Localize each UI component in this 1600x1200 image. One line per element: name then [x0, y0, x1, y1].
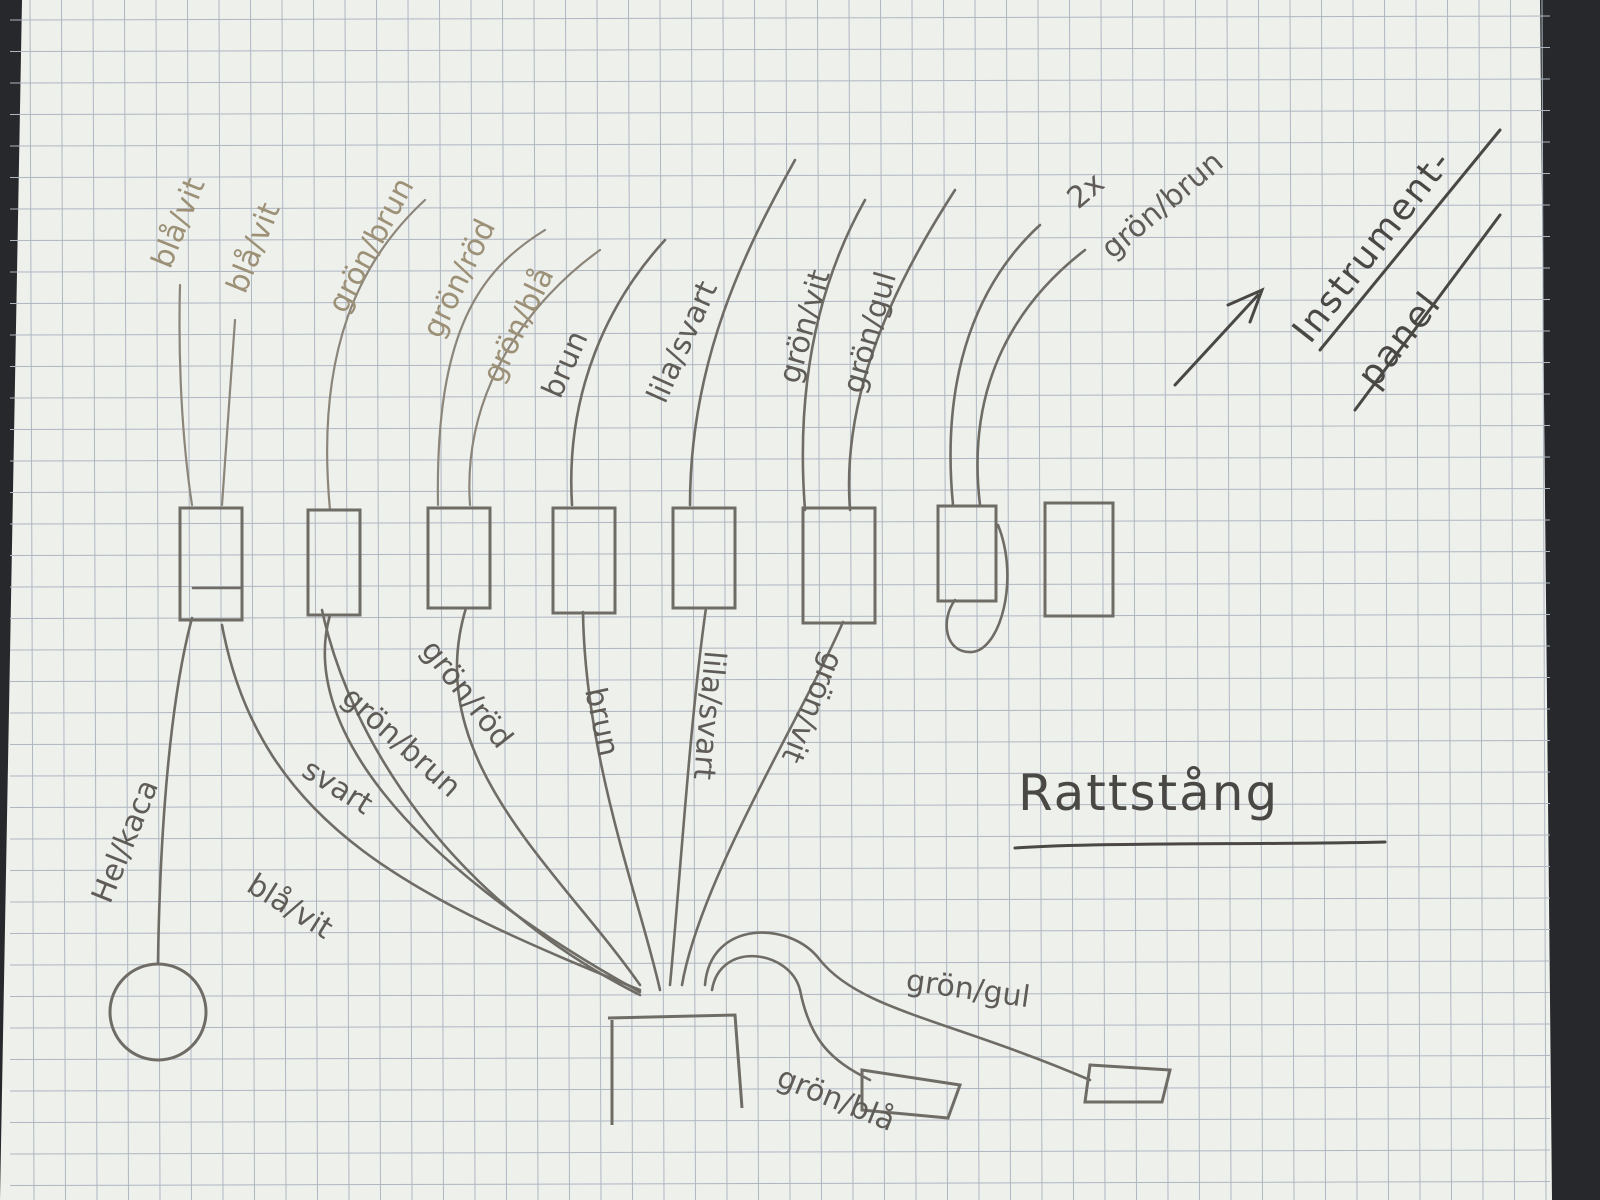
wire-bla-vit-1 — [178, 283, 194, 507]
grid-lines — [9, 0, 1551, 1200]
wire-brun — [570, 238, 667, 507]
wire-gron-brun — [326, 198, 427, 512]
wire-lower-gron-rod — [455, 606, 642, 987]
wire-branch-gron-bla — [710, 954, 872, 1082]
wire-2x-gron-brun-a — [949, 223, 1042, 507]
wire-lower-gron-vit — [680, 620, 845, 987]
connector-8 — [1043, 501, 1115, 618]
wire-lower-brun — [581, 610, 662, 992]
connector-2 — [306, 508, 362, 617]
wire-2x-gron-brun-b — [976, 248, 1087, 507]
title-underline — [1013, 840, 1387, 850]
connector-gron-bla-end — [860, 1068, 963, 1120]
connector-7 — [936, 504, 998, 603]
connector-1 — [178, 506, 244, 622]
wire-branch-gron-gul — [703, 931, 1092, 1082]
arrow-head-icon — [1226, 287, 1265, 324]
wire-lila-svart — [688, 158, 797, 507]
ground-circle — [108, 962, 208, 1062]
wire-bundle — [607, 1013, 744, 1125]
lower-wires — [156, 606, 1092, 1082]
wire-lower-lila-svart — [668, 606, 708, 987]
wire-gron-vit — [801, 198, 867, 512]
loop-wire — [945, 523, 1009, 654]
instrument-underline — [1318, 128, 1502, 352]
notebook-paper — [0, 0, 1552, 1200]
wire-gron-rod — [436, 228, 547, 507]
panel-underline — [1353, 213, 1502, 412]
connector-5 — [671, 506, 737, 610]
connector-3 — [426, 506, 492, 610]
connectors — [178, 501, 1115, 654]
wire-gron-gul — [847, 188, 957, 512]
upper-wires — [178, 158, 1087, 512]
wire-bla-vit-2 — [220, 318, 237, 507]
connector-6 — [801, 506, 877, 625]
page-title: Rattstång — [1018, 764, 1279, 822]
wire-gron-bla — [468, 248, 602, 507]
arrow-shaft — [1173, 293, 1260, 387]
wire-lower-bla-vit — [220, 623, 642, 992]
wire-lower-gron-brun — [320, 608, 642, 997]
wire-lower-svart — [323, 613, 642, 994]
wire-hel-kaca — [156, 616, 194, 964]
connector-gron-gul-end — [1083, 1063, 1172, 1104]
